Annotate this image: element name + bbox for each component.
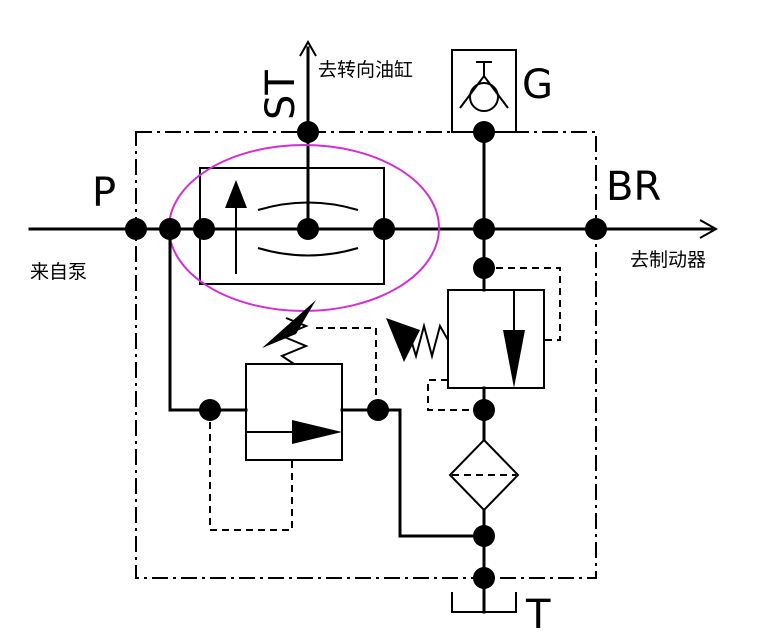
orifice-upper-arc bbox=[257, 201, 359, 211]
relief-valve-box bbox=[245, 363, 343, 461]
brake-valve-drain-line bbox=[427, 379, 484, 411]
flow-divider-arrow-icon bbox=[225, 180, 247, 208]
relief-outlet-line bbox=[340, 408, 486, 538]
port-label-st: ST bbox=[258, 70, 304, 120]
port-label-br: BR bbox=[606, 164, 661, 210]
relief-feed-line bbox=[168, 227, 248, 412]
node-relief-out bbox=[367, 399, 389, 421]
relief-valve-adjust-arrow-icon bbox=[262, 300, 316, 348]
brake-arrow-icon bbox=[699, 219, 719, 239]
orifice-lower-arc bbox=[257, 247, 359, 257]
node-brake-pilot bbox=[473, 257, 495, 279]
node-brake-out bbox=[473, 399, 495, 421]
check-valve-icon bbox=[459, 61, 509, 112]
node-g bbox=[473, 121, 495, 143]
node-tank-junction bbox=[473, 525, 495, 547]
relief-valve-pilot-line bbox=[209, 410, 293, 531]
steering-arrow-icon bbox=[299, 39, 317, 57]
relief-valve-arrow-icon bbox=[292, 420, 342, 444]
node-t bbox=[473, 567, 495, 589]
node-p-inlet bbox=[125, 218, 147, 240]
brake-valve-pilot-line bbox=[484, 267, 561, 341]
node-trunk-main bbox=[473, 218, 495, 240]
label-to-brake: 去制动器 bbox=[630, 249, 706, 271]
filter-icon bbox=[448, 438, 520, 512]
label-from-pump: 来自泵 bbox=[30, 261, 87, 283]
port-label-p: P bbox=[92, 170, 116, 216]
label-to-steering-cylinder: 去转向油缸 bbox=[318, 59, 413, 81]
flow-divider-box bbox=[199, 167, 385, 285]
brake-valve-spring-icon bbox=[407, 322, 449, 360]
node-relief-in bbox=[199, 399, 221, 421]
tank-icon bbox=[451, 592, 517, 613]
node-divider-in bbox=[193, 218, 215, 240]
brake-valve-box bbox=[447, 289, 545, 389]
relief-valve-spring-icon bbox=[279, 317, 309, 365]
port-label-t: T bbox=[525, 592, 551, 638]
node-divider-out bbox=[373, 218, 395, 240]
brake-valve-adjust-arrow-icon bbox=[386, 318, 420, 362]
node-st bbox=[297, 121, 319, 143]
node-relief-tap bbox=[159, 218, 181, 240]
brake-valve-arrow-icon bbox=[503, 330, 525, 388]
relief-valve-sense-line bbox=[316, 327, 377, 410]
valve-block-boundary bbox=[135, 131, 597, 579]
node-divider-center bbox=[297, 218, 319, 240]
node-br bbox=[585, 218, 607, 240]
port-label-g: G bbox=[522, 62, 553, 108]
